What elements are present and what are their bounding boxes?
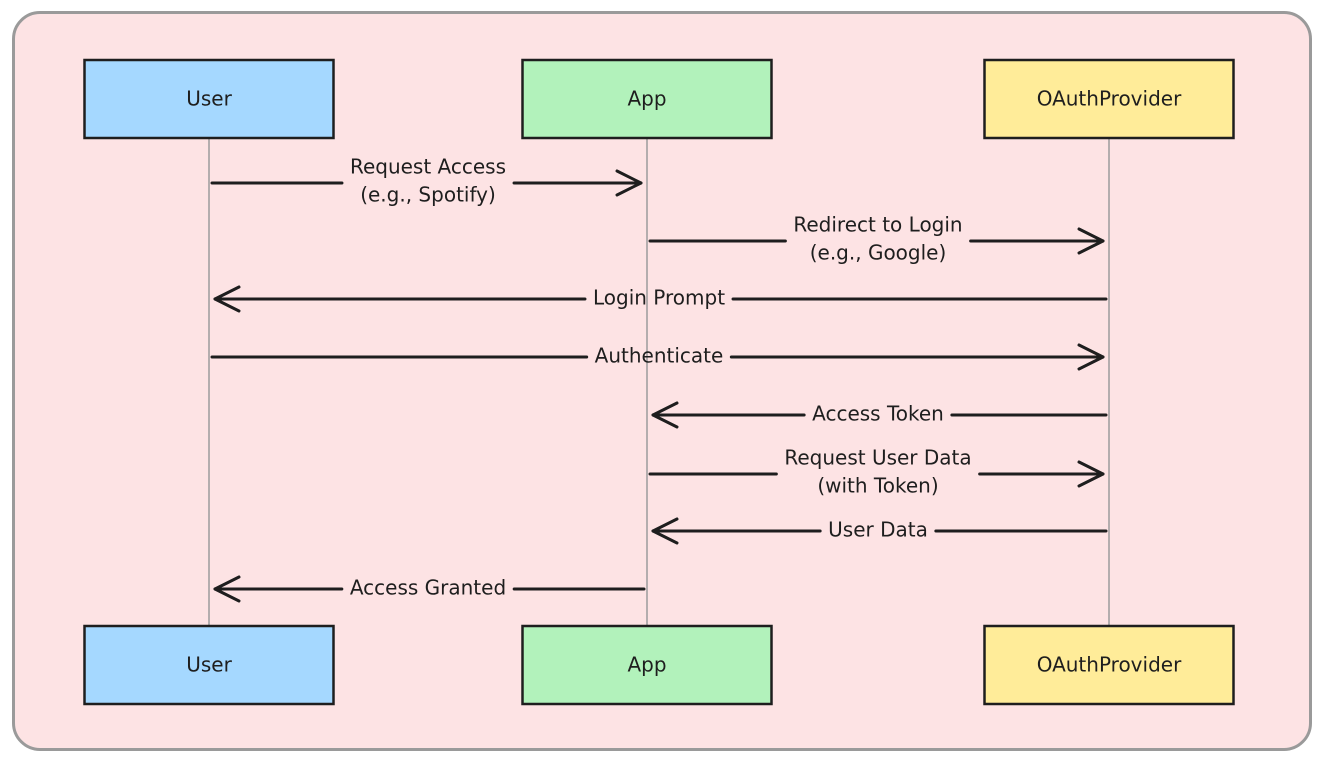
actor-label: User (186, 653, 232, 677)
arrowhead-icon (213, 285, 241, 313)
actor-app-top: App (521, 58, 773, 140)
message-label: Login Prompt (593, 286, 725, 310)
message-label: User Data (828, 518, 928, 542)
message-label: Access Granted (350, 576, 506, 600)
message-label: Authenticate (595, 344, 724, 368)
actor-box (983, 58, 1235, 140)
message-label: (with Token) (817, 474, 938, 498)
message-label: Request User Data (784, 446, 971, 470)
message-8: Access Granted (213, 575, 646, 603)
actor-oauth-top: OAuthProvider (983, 58, 1235, 140)
actor-label: App (627, 87, 666, 111)
actor-box (521, 624, 773, 706)
message-label: (e.g., Google) (810, 241, 947, 265)
message-label: Request Access (350, 155, 506, 179)
actor-label: User (186, 87, 232, 111)
actor-label: OAuthProvider (1037, 87, 1182, 111)
message-label: (e.g., Spotify) (360, 183, 496, 207)
message-5: Access Token (651, 401, 1108, 429)
actor-user-bottom: User (83, 624, 335, 706)
actor-oauth-bottom: OAuthProvider (983, 624, 1235, 706)
actor-box (83, 624, 335, 706)
message-7: User Data (651, 517, 1108, 545)
arrowhead-icon (1077, 460, 1105, 488)
message-label: Redirect to Login (793, 213, 962, 237)
message-2: Redirect to Login (e.g., Google) (648, 213, 1105, 265)
actor-app-bottom: App (521, 624, 773, 706)
arrowhead-icon (1077, 227, 1105, 255)
arrowhead-icon (615, 169, 643, 197)
actor-box (83, 58, 335, 140)
message-4: Authenticate (210, 343, 1105, 371)
arrowhead-icon (1077, 343, 1105, 371)
actor-label: App (627, 653, 666, 677)
message-6: Request User Data (with Token) (648, 446, 1105, 498)
actor-box (521, 58, 773, 140)
actor-box (983, 624, 1235, 706)
arrowhead-icon (213, 575, 241, 603)
actor-user-top: User (83, 58, 335, 140)
message-1: Request Access (e.g., Spotify) (210, 155, 643, 207)
actor-label: OAuthProvider (1037, 653, 1182, 677)
message-3: Login Prompt (213, 285, 1108, 313)
message-label: Access Token (812, 402, 944, 426)
arrowhead-icon (651, 517, 679, 545)
arrowhead-icon (651, 401, 679, 429)
